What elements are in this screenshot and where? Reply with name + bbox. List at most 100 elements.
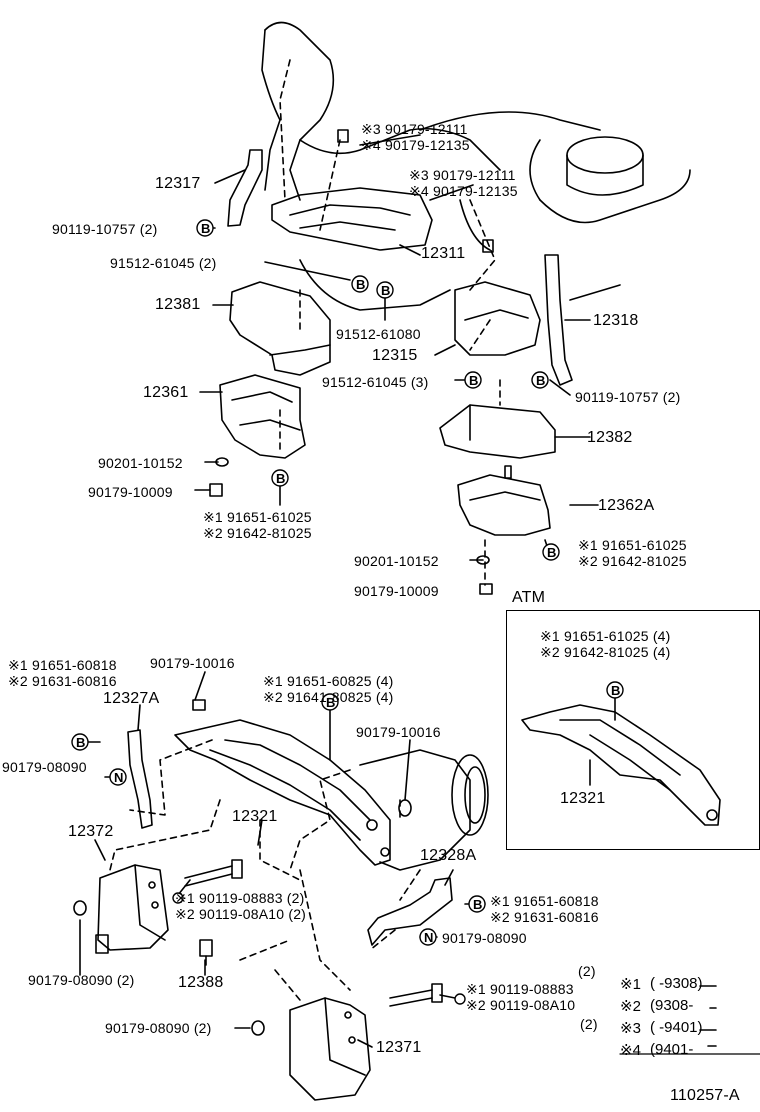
callout-b-8	[606, 681, 624, 699]
label-90179-10016-a: 90179-10016	[150, 655, 235, 671]
label-91512-61045-b: 91512-61045 (3)	[322, 374, 429, 390]
label-qty2-top: (2)	[578, 963, 596, 979]
part-12311	[271, 187, 433, 251]
callout-b-6	[271, 469, 289, 487]
label-91631-60816-a: ※2 91631-60816	[8, 673, 117, 689]
transmission-housing	[359, 749, 471, 871]
label-91651-60818-a: ※1 91651-60818	[8, 657, 117, 673]
callout-b-letter: B	[611, 683, 621, 698]
legend-row: ※2 (9308-	[616, 997, 760, 1019]
callout-b-letter: B	[356, 277, 366, 292]
callout-s-2	[454, 993, 466, 1005]
label-12318: 12318	[593, 312, 639, 329]
part-12372	[97, 864, 169, 951]
part-12318	[544, 254, 573, 386]
atm-inset-title: ATM	[512, 589, 546, 606]
legend-row: ※4 (9401-	[616, 1041, 760, 1063]
label-91651-61025-b: ※1 91651-61025	[578, 537, 687, 553]
label-90179-08090-a: 90179-08090	[2, 759, 87, 775]
callout-b-letter: B	[473, 897, 483, 912]
part-12382	[439, 404, 556, 459]
legend-row: ※3 ( -9401)	[616, 1019, 760, 1041]
label-12317: 12317	[155, 175, 201, 192]
callout-n-letter: N	[424, 930, 434, 945]
label-top-note3: ※3 90179-12111	[361, 121, 468, 137]
callout-b-letter: B	[76, 735, 86, 750]
part-12381	[229, 281, 331, 376]
label-12311: 12311	[421, 245, 466, 262]
label-12321: 12321	[232, 808, 278, 825]
legend-mark: ※3	[620, 1020, 641, 1037]
legend-mark: ※2	[620, 998, 641, 1015]
callout-b-9	[71, 733, 89, 751]
label-12315: 12315	[372, 347, 418, 364]
callout-s-1	[172, 892, 184, 904]
label-atm-12321: 12321	[560, 790, 606, 807]
label-91642-81025-b: ※2 91642-81025	[578, 553, 687, 569]
callout-b-letter: B	[276, 471, 286, 486]
label-12381: 12381	[155, 296, 201, 313]
label-90179-08090-2b: 90179-08090 (2)	[105, 1020, 212, 1036]
part-12362A	[457, 474, 551, 536]
label-qty2-bottom: (2)	[580, 1016, 598, 1032]
legend-mark: ※4	[620, 1042, 641, 1059]
part-12361	[219, 374, 306, 459]
label-mid-note3: ※3 90179-12111	[409, 167, 516, 183]
label-91631-60816-b: ※2 91631-60816	[490, 909, 599, 925]
label-91512-61045-a: 91512-61045 (2)	[110, 255, 217, 271]
label-91642-81025-a: ※2 91642-81025	[203, 525, 312, 541]
part-12317	[227, 149, 263, 227]
label-atm-91642: ※2 91642-81025 (4)	[540, 644, 671, 660]
label-90119-10757-b: 90119-10757 (2)	[575, 389, 681, 405]
callout-b-1	[196, 219, 214, 237]
label-90201-10152-b: 90201-10152	[354, 553, 439, 569]
callout-b-11	[468, 895, 486, 913]
label-90179-08090-2a: 90179-08090 (2)	[28, 972, 135, 988]
label-90201-10152-a: 90201-10152	[98, 455, 183, 471]
label-12382: 12382	[587, 429, 633, 446]
callout-n-1	[109, 768, 127, 786]
callout-b-3	[376, 281, 394, 299]
figure-id: 110257-A	[670, 1087, 740, 1104]
label-91641-80825: ※2 91641-80825 (4)	[263, 689, 394, 705]
label-90119-08883-a: ※1 90119-08883 (2)	[175, 890, 305, 906]
label-90119-08A10-a: ※2 90119-08A10 (2)	[175, 906, 307, 922]
callout-b-letter: B	[547, 545, 557, 560]
legend-row: ※1 ( -9308)	[616, 975, 760, 997]
label-90179-08090-b: 90179-08090	[442, 930, 527, 946]
legend-range: (9401-	[650, 1041, 694, 1058]
label-12361: 12361	[143, 384, 189, 401]
applicability-legend: ※1 ( -9308) ※2 (9308- ※3 ( -9401) ※4 (94…	[616, 975, 760, 1067]
callout-b-letter: B	[326, 695, 336, 710]
callout-b-2	[351, 275, 369, 293]
callout-b-4	[464, 371, 482, 389]
callout-b-5	[531, 371, 549, 389]
callout-b-letter: B	[201, 221, 211, 236]
label-90119-10757-a: 90119-10757 (2)	[52, 221, 158, 237]
legend-range: ( -9308)	[650, 975, 703, 992]
callout-b-letter: B	[381, 283, 391, 298]
label-12371: 12371	[376, 1039, 422, 1056]
callout-n-2	[419, 928, 437, 946]
label-atm-91651: ※1 91651-61025 (4)	[540, 628, 671, 644]
callout-b-letter: B	[469, 373, 479, 388]
label-12372: 12372	[68, 823, 114, 840]
callout-b-7	[542, 543, 560, 561]
label-91651-60818-b: ※1 91651-60818	[490, 893, 599, 909]
label-90119-08883-b: ※1 90119-08883	[466, 981, 574, 997]
label-91512-61080: 91512-61080	[336, 326, 421, 342]
legend-range: (9308-	[650, 997, 694, 1014]
part-12315	[454, 281, 541, 356]
legend-range: ( -9401)	[650, 1019, 703, 1036]
label-12327A: 12327A	[103, 690, 160, 707]
label-90179-10009-b: 90179-10009	[354, 583, 439, 599]
label-90179-10009-a: 90179-10009	[88, 484, 173, 500]
part-12328A	[367, 877, 453, 946]
legend-mark: ※1	[620, 976, 641, 993]
callout-n-letter: N	[114, 770, 124, 785]
callout-b-letter: B	[536, 373, 546, 388]
callout-b-10	[321, 693, 339, 711]
part-12371	[289, 997, 371, 1101]
label-90119-08A10-b: ※2 90119-08A10	[466, 997, 576, 1013]
label-top-note4: ※4 90179-12135	[361, 137, 470, 153]
